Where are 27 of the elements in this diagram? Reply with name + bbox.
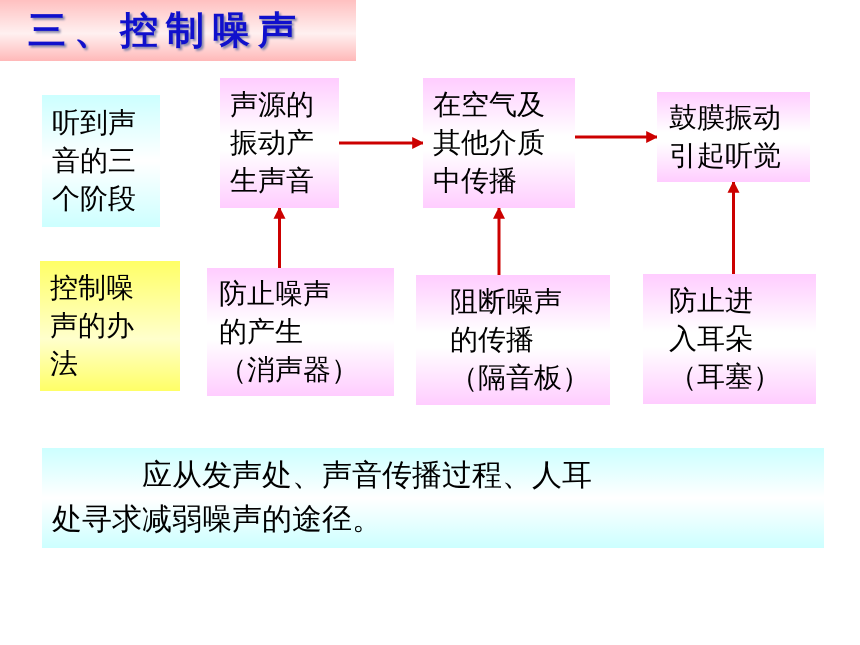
arrow [274,206,286,268]
box-text: 声源的振动产生声音 [230,87,315,199]
text-box [416,275,610,405]
example-text: （隔音板） [450,360,591,396]
arrow [728,180,740,274]
text-box [40,261,180,391]
arrow [493,206,505,275]
arrow [339,137,424,149]
example-text: （消声器） [219,352,360,388]
summary-text: 应从发声处、声音传播过程、人耳处寻求减弱噪声的途径。 [52,457,593,539]
box-text: 鼓膜振动引起听觉 [669,100,782,174]
title: 三、控制噪声 [28,7,304,54]
box-text: 听到声音的三个阶段 [52,105,137,217]
text-box [657,92,810,182]
box-text: 阻断噪声的传播 [450,284,563,358]
text-box [207,268,394,396]
text-box [220,78,339,208]
text-box [42,95,160,227]
box-text: 控制噪声的办法 [50,270,135,382]
arrow [575,131,658,143]
box-text: 防止噪声的产生 [219,276,332,350]
box-text: 防止进入耳朵 [669,283,754,357]
example-text: （耳塞） [669,359,782,395]
box-text: 在空气及其他介质中传播 [433,87,546,199]
text-box [423,78,575,208]
summary-box [42,448,824,548]
text-box [643,274,816,404]
